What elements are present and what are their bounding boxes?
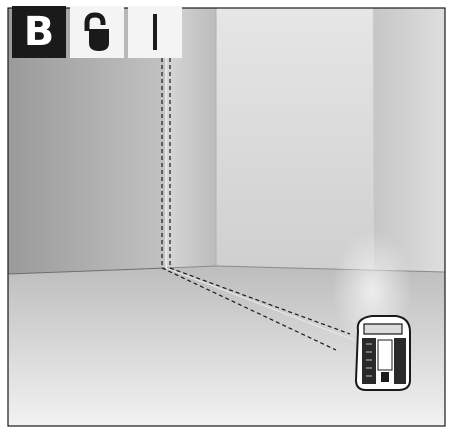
pendulum-lock-badge — [70, 6, 124, 58]
laser-beam-outline — [161, 58, 351, 351]
laser-line-badge — [128, 6, 182, 58]
vertical-laser-line-icon — [153, 14, 157, 50]
back-wall — [166, 8, 216, 268]
left-floor-edge — [7, 267, 167, 275]
left-wall — [8, 8, 166, 274]
far-right-wall — [373, 8, 445, 272]
mid-floor-edge — [165, 265, 217, 269]
pendulum-lock-open-icon — [84, 12, 109, 51]
laser-level-device — [354, 315, 411, 391]
frame-border — [7, 7, 446, 427]
right-wall — [216, 8, 373, 270]
mode-letter: B — [23, 9, 55, 55]
floor-reflection — [165, 267, 355, 341]
mode-letter-badge: B — [12, 6, 66, 58]
